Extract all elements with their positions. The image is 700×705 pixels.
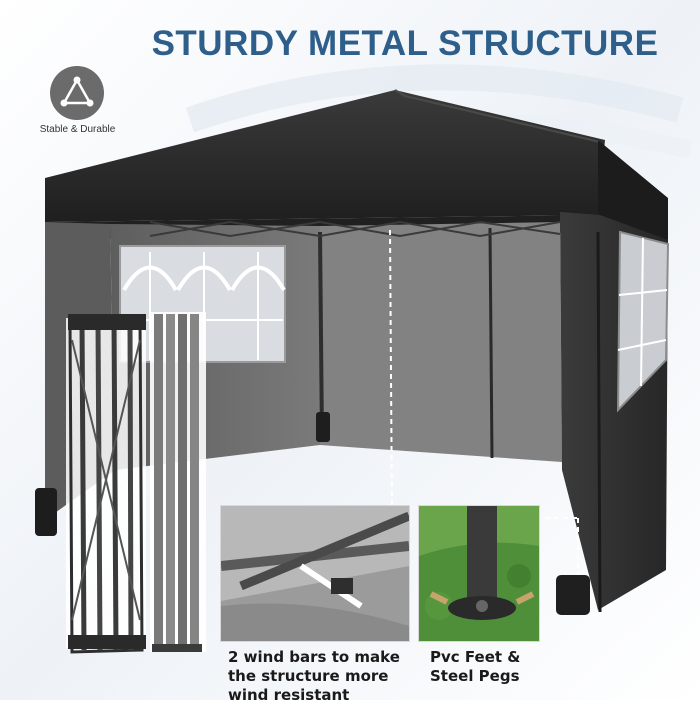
triangle-structure-icon xyxy=(50,66,104,120)
right-wall xyxy=(545,212,670,615)
side-window xyxy=(616,230,670,413)
telescopic-poles xyxy=(150,312,206,652)
interior xyxy=(149,220,562,521)
page-title: STURDY METAL STRUCTURE xyxy=(151,24,659,63)
pvc-feet-caption: Pvc Feet & Steel Pegs xyxy=(430,648,521,685)
wind-bars-inset xyxy=(220,505,410,642)
wind-bars-caption: 2 wind bars to make the structure more w… xyxy=(228,648,400,704)
sandbag-weight xyxy=(556,575,590,615)
badge-label: Stable & Durable xyxy=(39,124,116,135)
folded-frame xyxy=(66,314,146,654)
pvc-feet-inset xyxy=(418,505,540,642)
sandbag-weight xyxy=(35,488,57,536)
